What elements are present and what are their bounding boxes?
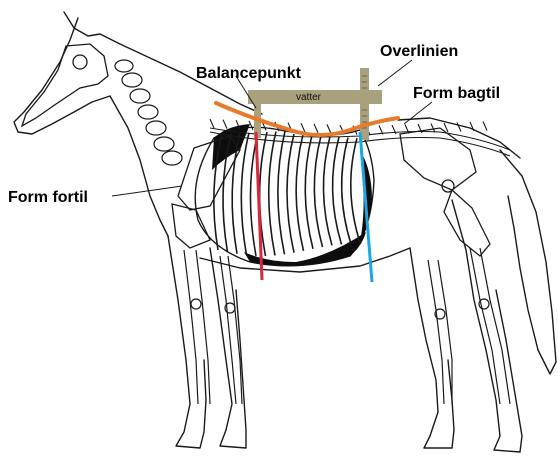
spinous-process [210,119,214,128]
topline-label: Overlinien [380,44,458,60]
pelvis [400,128,490,256]
forehand-shape-label: Form fortil [8,190,88,206]
hindquarter-shape-label: Form bagtil [413,86,500,102]
rib-cage [195,124,374,266]
leg-bones [184,248,510,404]
spinous-process [457,123,461,132]
skull [22,44,108,126]
spinous-process [301,123,305,132]
neck-vertebrae [115,60,182,165]
spinous-process [483,122,487,131]
spinous-process [223,120,227,129]
spinous-process [327,124,331,133]
spinous-process [314,124,318,133]
level-label: vatter [296,93,321,103]
balance-point-label: Balancepunkt [196,66,301,82]
